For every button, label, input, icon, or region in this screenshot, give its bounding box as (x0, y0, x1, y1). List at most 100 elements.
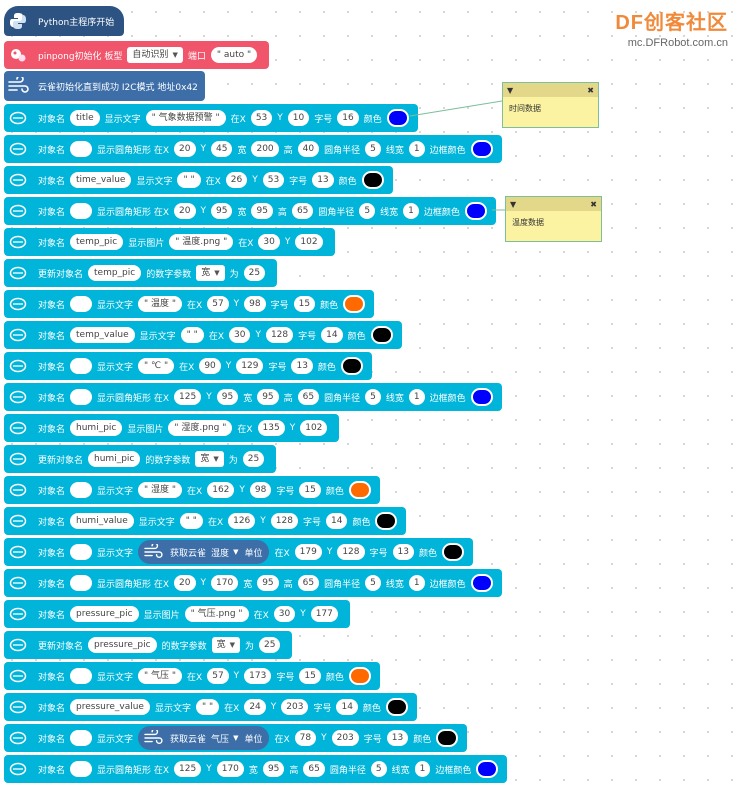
empty-name-field[interactable] (70, 761, 93, 777)
number-field[interactable]: 13 (392, 544, 414, 560)
number-field[interactable]: 15 (293, 296, 316, 312)
number-field[interactable]: 170 (211, 575, 239, 591)
number-field[interactable]: 95 (257, 575, 279, 591)
color-swatch[interactable] (348, 481, 371, 499)
number-field[interactable]: 13 (312, 172, 334, 188)
number-field[interactable]: 5 (365, 575, 381, 591)
number-field[interactable]: 13 (386, 730, 409, 746)
number-field[interactable]: 20 (174, 141, 196, 157)
skylark-init-block[interactable]: 云雀初始化直到成功 I2C模式 地址0x42 (4, 71, 205, 101)
empty-name-field[interactable] (70, 358, 93, 374)
comment-note-temp[interactable]: ▼ ✖ 温度数据 (505, 196, 602, 242)
number-field[interactable]: 30 (228, 327, 251, 343)
text-field[interactable]: pressure_pic (70, 606, 139, 622)
text-field[interactable]: title (70, 110, 100, 126)
number-field[interactable]: 10 (287, 110, 310, 126)
number-field[interactable]: 45 (211, 141, 233, 157)
number-field[interactable]: 15 (299, 482, 321, 498)
comment-note-text[interactable]: 时间数据 (509, 104, 541, 113)
number-field[interactable]: 128 (270, 513, 298, 529)
text-field[interactable]: time_value (70, 172, 132, 188)
empty-name-field[interactable] (70, 575, 93, 591)
number-field[interactable]: 1 (408, 389, 425, 405)
number-field[interactable]: 25 (243, 265, 266, 281)
text-field[interactable]: " 温度 " (138, 296, 183, 312)
color-swatch[interactable] (370, 326, 393, 344)
number-field[interactable]: 25 (242, 451, 265, 467)
number-field[interactable]: 95 (216, 389, 239, 405)
color-swatch[interactable] (470, 140, 493, 158)
text-field[interactable]: humi_value (70, 513, 134, 529)
number-field[interactable]: 26 (225, 172, 248, 188)
text-field[interactable]: " " (177, 172, 201, 188)
text-field[interactable]: " 温度.png " (169, 234, 234, 250)
number-field[interactable]: 200 (251, 141, 279, 157)
color-swatch[interactable] (375, 512, 398, 530)
empty-name-field[interactable] (70, 141, 93, 157)
number-field[interactable]: 65 (303, 761, 325, 777)
port-input[interactable]: " auto " (210, 47, 258, 63)
text-field[interactable]: " " (196, 699, 220, 715)
skylark-reading-block[interactable]: 获取云雀气压▼单位 (138, 726, 270, 750)
number-field[interactable]: 30 (273, 606, 296, 622)
number-field[interactable]: 95 (262, 761, 285, 777)
text-field[interactable]: pressure_value (70, 699, 150, 715)
number-field[interactable]: 126 (228, 513, 256, 529)
text-field[interactable]: " 湿度.png " (168, 420, 233, 436)
number-field[interactable]: 98 (249, 482, 272, 498)
number-field[interactable]: 203 (331, 730, 359, 746)
text-field[interactable]: " " (179, 513, 203, 529)
pinpong-init-block[interactable]: pinpong初始化 板型 自动识别▼ 端口 " auto " (4, 41, 270, 69)
measure-dropdown[interactable]: 湿度▼ (211, 546, 238, 559)
number-field[interactable]: 20 (174, 203, 196, 219)
collapse-arrow-icon[interactable]: ▼ (510, 199, 517, 209)
text-field[interactable]: humi_pic (70, 420, 123, 436)
text-field[interactable]: " " (180, 327, 204, 343)
collapse-arrow-icon[interactable]: ▼ (507, 85, 514, 95)
number-field[interactable]: 1 (414, 761, 431, 777)
text-field[interactable]: temp_pic (70, 234, 124, 250)
number-field[interactable]: 203 (281, 699, 309, 715)
number-field[interactable]: 25 (259, 637, 281, 653)
number-field[interactable]: 128 (337, 544, 365, 560)
number-field[interactable]: 95 (211, 203, 233, 219)
close-icon[interactable]: ✖ (590, 199, 597, 209)
close-icon[interactable]: ✖ (587, 85, 594, 95)
number-field[interactable]: 5 (365, 389, 381, 405)
empty-name-field[interactable] (70, 203, 93, 219)
number-field[interactable]: 125 (174, 761, 202, 777)
skylark-reading-block[interactable]: 获取云雀湿度▼单位 (138, 540, 270, 564)
empty-name-field[interactable] (70, 296, 93, 312)
param-dropdown[interactable]: 宽▼ (195, 451, 224, 467)
number-field[interactable]: 90 (199, 358, 221, 374)
number-field[interactable]: 1 (403, 203, 419, 219)
number-field[interactable]: 125 (174, 389, 202, 405)
number-field[interactable]: 14 (336, 699, 358, 715)
number-field[interactable]: 135 (257, 420, 285, 436)
color-swatch[interactable] (361, 171, 384, 189)
comment-note-text[interactable]: 温度数据 (512, 218, 544, 227)
number-field[interactable]: 128 (265, 327, 294, 343)
color-swatch[interactable] (340, 357, 363, 375)
number-field[interactable]: 102 (295, 234, 323, 250)
number-field[interactable]: 5 (359, 203, 376, 219)
number-field[interactable]: 65 (297, 389, 320, 405)
color-swatch[interactable] (385, 698, 408, 716)
color-swatch[interactable] (464, 202, 487, 220)
number-field[interactable]: 5 (365, 141, 381, 157)
color-swatch[interactable] (436, 729, 459, 747)
